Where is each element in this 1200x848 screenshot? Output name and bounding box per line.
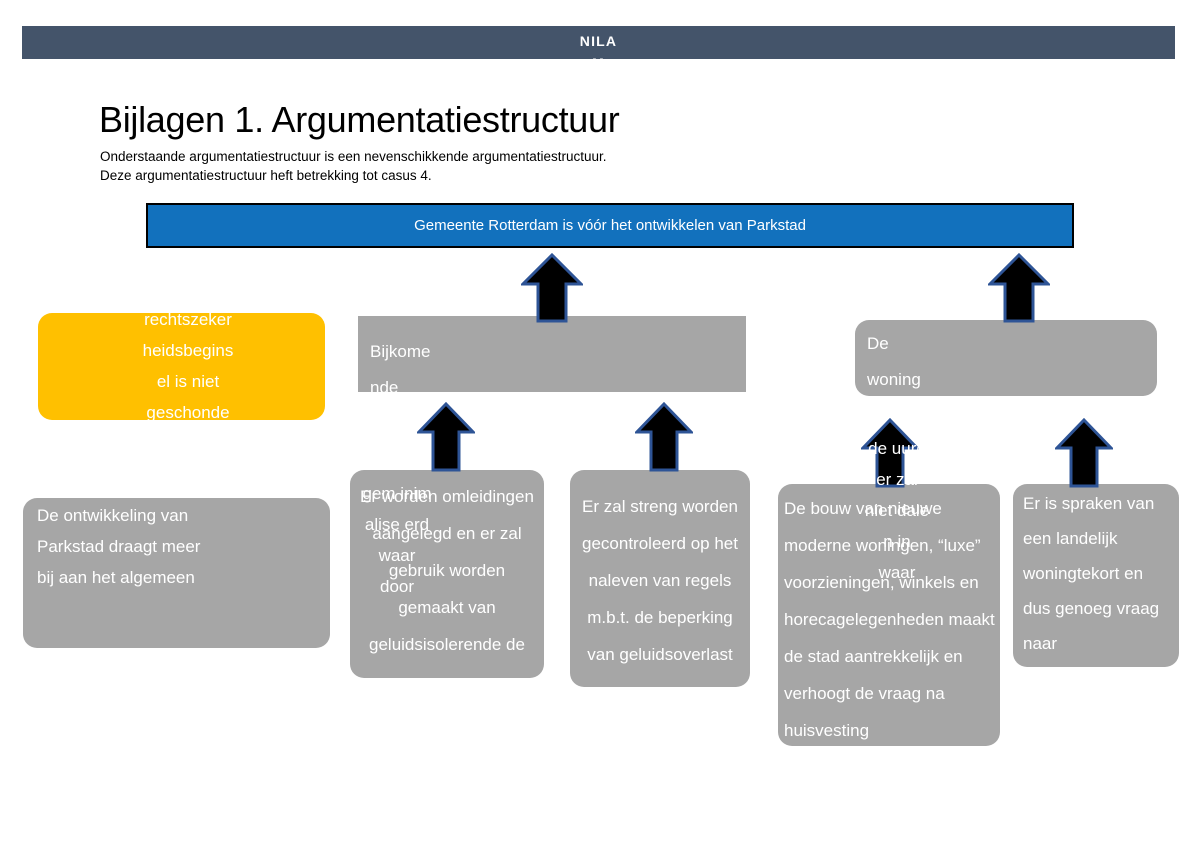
node-omleidingen[interactable]: Er worden omleidingen aangelegd en er za…: [350, 470, 544, 678]
claim-box[interactable]: Gemeente Rotterdam is vóór het ontwikkel…: [146, 203, 1074, 248]
node-shape: [570, 470, 750, 687]
node-label: Bijkomende: [370, 342, 431, 392]
node-ontwikkeling-parkstad[interactable]: De ontwikkeling van Parkstad draagt meer…: [23, 498, 330, 648]
arrow-dewoning-to-claim: [988, 253, 1050, 323]
page-subtitle: Onderstaande argumentatiestructuur is ee…: [100, 147, 880, 185]
arrow-bijkomende-to-claim: [521, 253, 583, 323]
node-shape: [855, 320, 1157, 396]
node-shape: [350, 470, 544, 678]
node-label: De ontwikkeling van Parkstad draagt meer…: [37, 506, 201, 587]
arrow-tekort-to-dewoning: [1055, 418, 1113, 488]
node-shape: [778, 484, 1000, 746]
node-label: Er zal streng worden gecontroleerd op he…: [582, 497, 738, 664]
arrow-bouw-to-dewoning: [861, 418, 919, 488]
node-label: De bouw van nieuwe moderne woningen, “lu…: [784, 499, 995, 740]
node-shape: [1013, 484, 1179, 667]
node-bijkomende[interactable]: Bijkomende: [358, 316, 746, 392]
claim-label: Gemeente Rotterdam is vóór het ontwikkel…: [414, 217, 806, 234]
node-dewoning[interactable]: De woning: [855, 320, 1157, 396]
header-band: NILA M: [22, 26, 1175, 59]
node-label: De woning: [867, 334, 921, 389]
node-bouw-nieuwe-woningen[interactable]: De bouw van nieuwe moderne woningen, “lu…: [778, 484, 1000, 746]
node-shape: [358, 316, 746, 392]
arrow-omleidingen-to-bijkomende: [417, 402, 475, 472]
arrow-controle-to-bijkomende: [635, 402, 693, 472]
subtitle-line-2: Deze argumentatiestructuur heft betrekki…: [100, 168, 432, 183]
node-rechtszekerheidsbeginsel[interactable]: Het materiële rechtszekerheidsbeginsel i…: [38, 248, 325, 453]
page-title: Bijlagen 1. Argumentatiestructuur: [99, 99, 620, 140]
node-label: Er worden omleidingen aangelegd en er za…: [360, 487, 534, 654]
node-controle-geluidsoverlast[interactable]: Er zal streng worden gecontroleerd op he…: [570, 470, 750, 687]
node-label: Er is spraken van een landelijk woningte…: [1023, 494, 1160, 653]
node-shape: [23, 498, 330, 648]
node-shape: [38, 313, 325, 420]
node-woningtekort[interactable]: Er is spraken van een landelijk woningte…: [1013, 484, 1179, 667]
brand-title: NILA M: [579, 33, 618, 59]
node-label: Het materiële rechtszekerheidsbeginsel i…: [142, 248, 234, 453]
subtitle-line-1: Onderstaande argumentatiestructuur is ee…: [100, 149, 607, 164]
